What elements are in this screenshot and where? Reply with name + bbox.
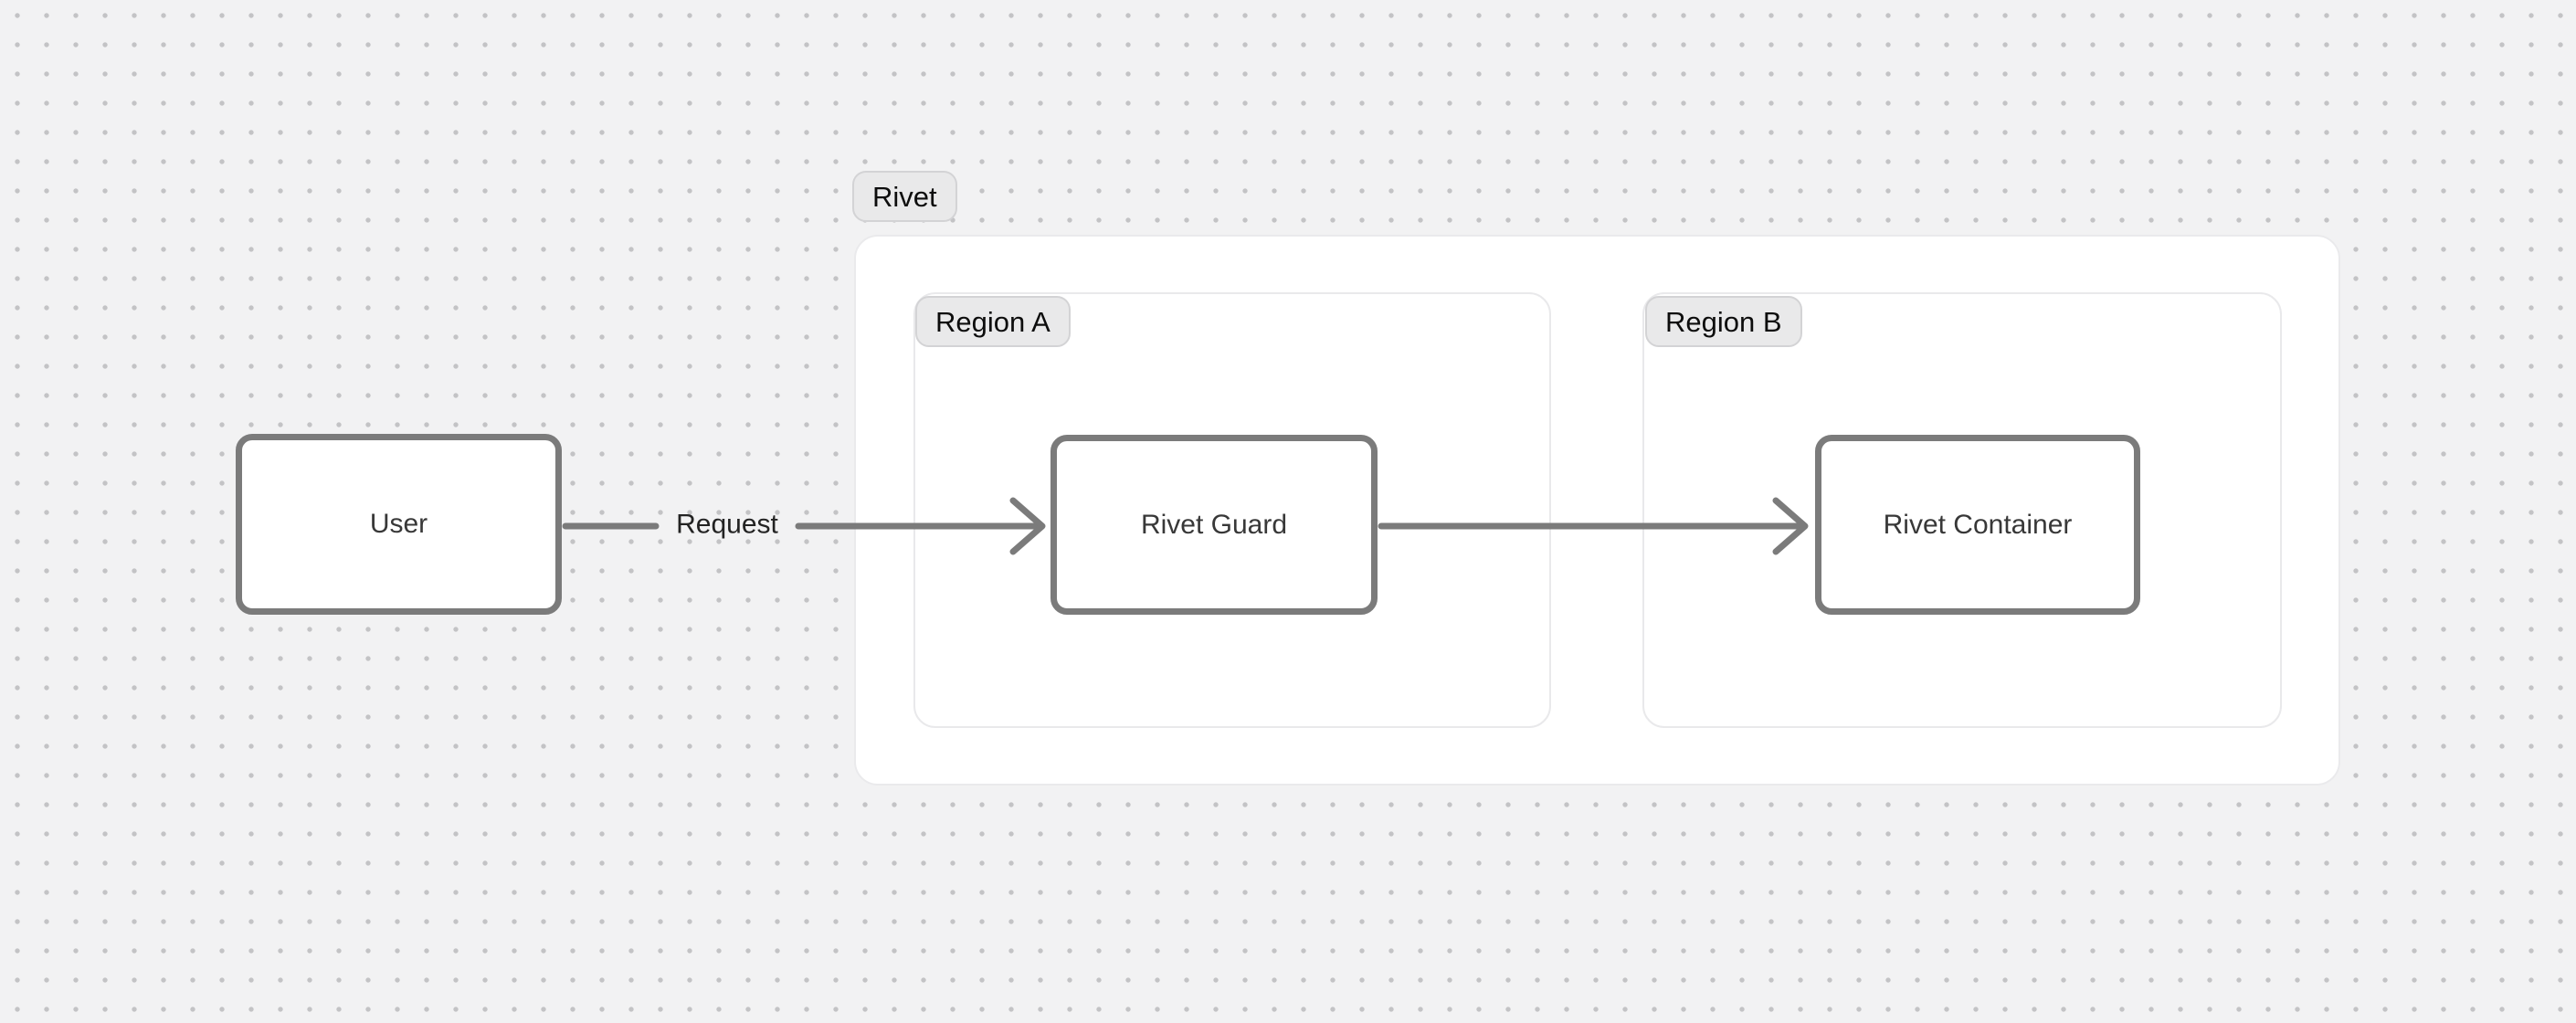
region-b-badge: Region B — [1645, 296, 1802, 347]
node-rivet-container: Rivet Container — [1815, 435, 2140, 615]
node-user: User — [236, 434, 562, 615]
node-rivet-container-label: Rivet Container — [1883, 509, 2073, 540]
node-user-label: User — [369, 509, 428, 539]
region-a-badge: Region A — [915, 296, 1071, 347]
node-rivet-guard: Rivet Guard — [1050, 435, 1378, 615]
region-a-label: Region A — [935, 305, 1050, 338]
edge-request-label: Request — [676, 509, 778, 540]
group-rivet-label: Rivet — [872, 180, 937, 213]
node-rivet-guard-label: Rivet Guard — [1140, 509, 1288, 540]
group-rivet-badge: Rivet — [852, 171, 957, 222]
region-b-label: Region B — [1665, 305, 1782, 338]
